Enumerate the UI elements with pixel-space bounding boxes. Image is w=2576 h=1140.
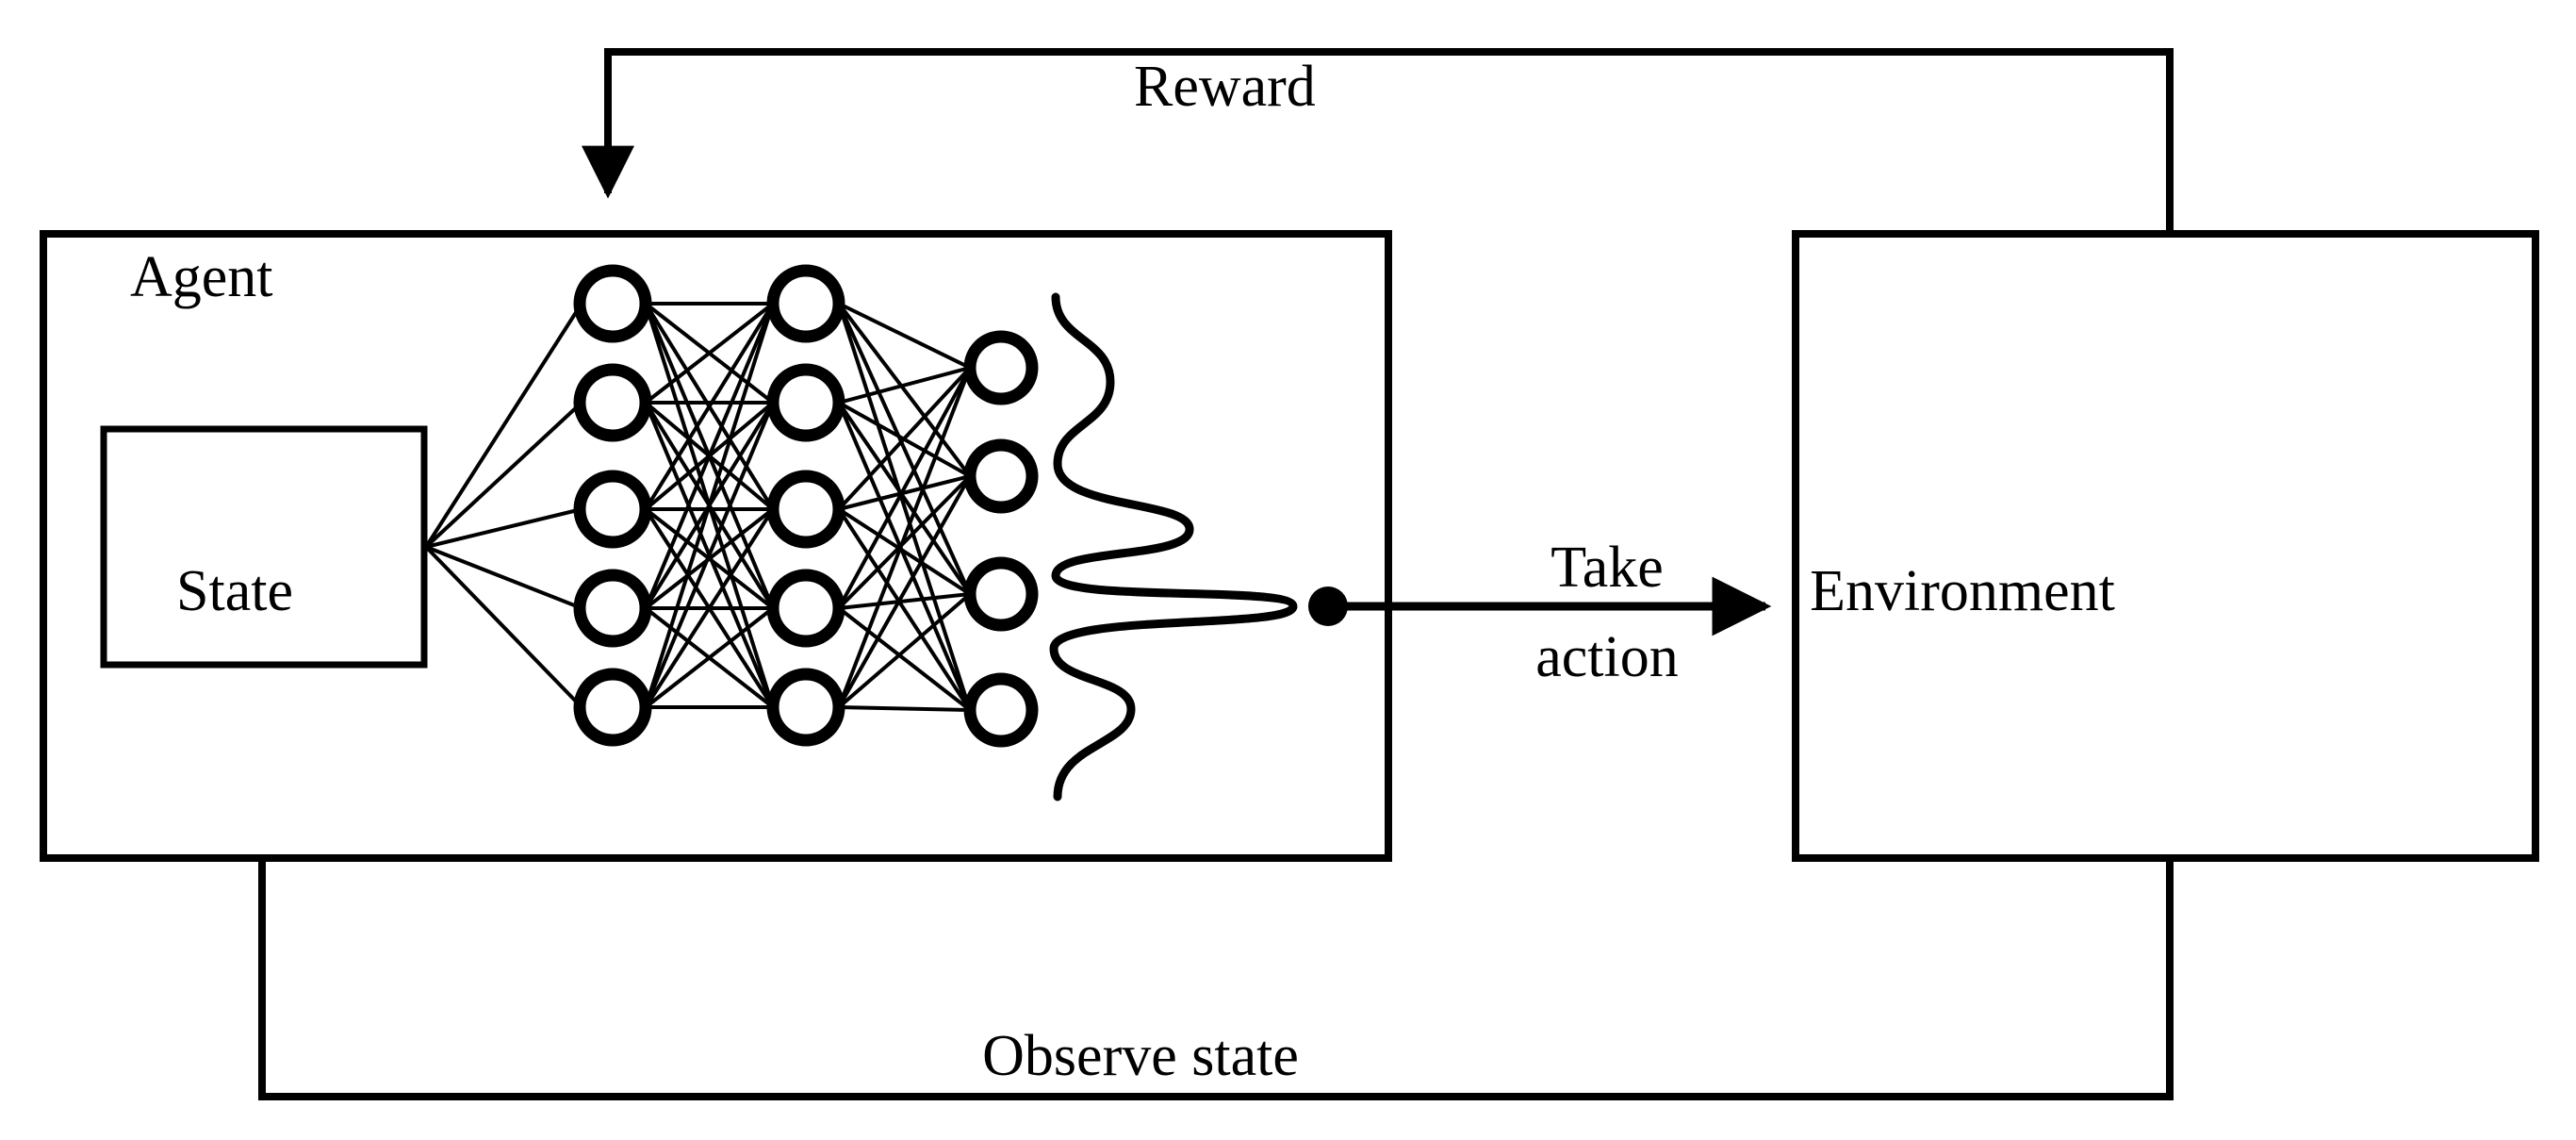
take-action-edge-label-line2: action <box>1535 625 1679 689</box>
hidden-layer-nodes <box>766 264 845 747</box>
input-to-hidden-links <box>644 302 775 709</box>
edge-take-action <box>1308 576 1772 636</box>
output-layer-nodes <box>963 330 1039 748</box>
agent-label: Agent <box>130 245 273 309</box>
neuron-node <box>573 569 652 648</box>
observe-state-edge-label: Observe state <box>982 1024 1299 1088</box>
neuron-node <box>766 264 845 343</box>
input-layer-nodes <box>573 264 652 747</box>
edge-observe-state <box>236 692 2174 1100</box>
neuron-node <box>963 672 1039 748</box>
observe-state-arrow-line <box>236 692 2174 1100</box>
take-action-edge-label-line1: Take <box>1551 536 1664 600</box>
neuron-node <box>766 668 845 747</box>
state-to-network-links <box>424 302 583 709</box>
state-label: State <box>176 559 293 623</box>
action-distribution-curve <box>1049 292 1298 801</box>
neuron-node <box>963 330 1039 405</box>
neuron-node <box>766 569 845 648</box>
neuron-node <box>766 470 845 549</box>
hidden-to-output-links <box>837 302 972 712</box>
neuron-node <box>573 470 652 549</box>
state-box <box>100 425 428 669</box>
neuron-node <box>766 363 845 442</box>
environment-label: Environment <box>1810 559 2115 623</box>
action-source-dot <box>1308 587 1348 626</box>
neuron-node <box>573 363 652 442</box>
neuron-node <box>573 668 652 747</box>
reward-edge-label: Reward <box>1134 55 1316 119</box>
neuron-node <box>963 438 1039 514</box>
neuron-node <box>963 556 1039 632</box>
neuron-node <box>573 264 652 343</box>
environment-box <box>1792 230 2539 862</box>
